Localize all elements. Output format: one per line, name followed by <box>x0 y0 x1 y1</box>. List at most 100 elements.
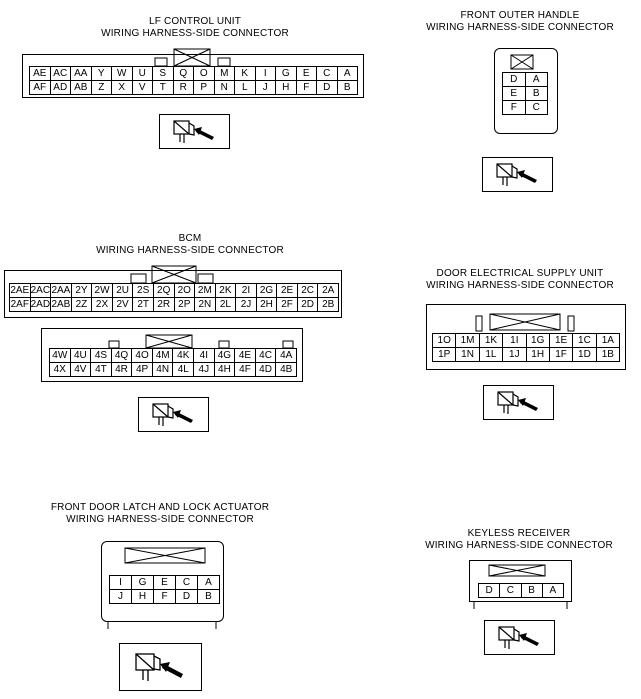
pin-cell: 2P <box>173 297 196 312</box>
pin-cell: Z <box>90 80 112 95</box>
front-outer-handle-name: FRONT OUTER HANDLE <box>460 10 580 21</box>
keyless-subtitle: WIRING HARNESS-SIDE CONNECTOR <box>425 540 613 551</box>
pin-cell: 1L <box>478 347 504 362</box>
pin-cell: 4L <box>172 362 195 377</box>
pin-cell: 2E <box>276 283 298 298</box>
fdl-name: FRONT DOOR LATCH AND LOCK ACTUATOR <box>50 502 270 513</box>
pin-cell: E <box>153 575 176 590</box>
pin-cell: B <box>524 86 548 101</box>
lf-control-unit-subtitle: WIRING HARNESS-SIDE CONNECTOR <box>101 28 289 39</box>
pin-cell: 2AB <box>50 297 72 312</box>
front-outer-handle-subtitle: WIRING HARNESS-SIDE CONNECTOR <box>426 22 614 33</box>
connector-view-icon <box>138 397 209 432</box>
bcm-name: BCM <box>178 233 202 244</box>
pin-cell: W <box>111 66 133 81</box>
pin-cell: A <box>197 575 220 590</box>
lf-control-unit-title: LF CONTROL UNIT WIRING HARNESS-SIDE CONN… <box>60 16 330 40</box>
pin-cell: AE <box>29 66 51 81</box>
pin-cell: Q <box>172 66 194 81</box>
pin-cell: O <box>193 66 215 81</box>
pin-cell: 2R <box>152 297 175 312</box>
pin-cell: 2Z <box>70 297 93 312</box>
pin-cell: 1F <box>548 347 574 362</box>
pin-cell: 4Q <box>110 348 133 363</box>
pin-cell: 1D <box>572 347 597 362</box>
connector-view-icon <box>159 114 230 149</box>
pin-cell: AD <box>49 80 71 95</box>
pin-cell: 4R <box>110 362 133 377</box>
connector-view-icon <box>119 643 202 691</box>
pin-cell: N <box>213 80 235 95</box>
desu-name: DOOR ELECTRICAL SUPPLY UNIT <box>436 268 604 279</box>
connector-view-icon <box>482 157 553 192</box>
pin-cell: 4V <box>69 362 92 377</box>
pin-cell: 2X <box>91 297 113 312</box>
bcm-subtitle: WIRING HARNESS-SIDE CONNECTOR <box>96 245 284 256</box>
pin-cell: 4J <box>193 362 215 377</box>
pin-cell: 2Y <box>70 283 93 298</box>
desu-subtitle: WIRING HARNESS-SIDE CONNECTOR <box>426 280 614 291</box>
pin-cell: B <box>197 589 220 604</box>
pin-cell: E <box>502 86 526 101</box>
pin-cell: 2L <box>214 297 237 312</box>
desu-housing <box>426 304 626 370</box>
pin-cell: 2D <box>296 297 319 312</box>
pin-cell: 1E <box>548 333 574 348</box>
connector-view-icon <box>484 620 555 655</box>
pin-cell: 2T <box>132 297 154 312</box>
pin-cell: 4M <box>151 348 174 363</box>
keyless-housing <box>469 560 572 602</box>
front-outer-handle-title: FRONT OUTER HANDLE WIRING HARNESS-SIDE C… <box>400 10 640 34</box>
pin-cell: 1I <box>502 333 527 348</box>
pin-cell: Y <box>90 66 112 81</box>
pin-cell: 2AE <box>9 283 31 298</box>
front-outer-handle-housing <box>494 48 558 134</box>
pin-cell: 2B <box>317 297 339 312</box>
pin-cell: 4H <box>213 362 236 377</box>
bcm-title: BCM WIRING HARNESS-SIDE CONNECTOR <box>60 233 320 257</box>
pin-cell: 4N <box>151 362 174 377</box>
pin-cell: D <box>502 72 526 87</box>
pin-cell: 2O <box>173 283 196 298</box>
pin-cell: 2S <box>132 283 154 298</box>
pin-cell: 2H <box>255 297 278 312</box>
pin-cell: AB <box>70 80 92 95</box>
pin-cell: F <box>153 589 176 604</box>
pin-cell: C <box>524 100 548 115</box>
desu-title: DOOR ELECTRICAL SUPPLY UNIT WIRING HARNE… <box>405 268 635 292</box>
keyless-name: KEYLESS RECEIVER <box>467 528 571 539</box>
pin-cell: 1N <box>455 347 480 362</box>
pin-cell: AA <box>70 66 92 81</box>
pin-cell: 4K <box>172 348 195 363</box>
pin-cell: T <box>152 80 174 95</box>
pin-cell: 2V <box>111 297 134 312</box>
pin-cell: 4E <box>234 348 256 363</box>
pin-cell: AF <box>29 80 51 95</box>
pin-cell: 4O <box>131 348 153 363</box>
pin-cell: 4X <box>49 362 71 377</box>
pin-cell: 4W <box>49 348 71 363</box>
bcm-lower-housing <box>41 328 303 382</box>
pin-cell: 2K <box>214 283 237 298</box>
pin-cell: C <box>175 575 198 590</box>
pin-cell: M <box>213 66 235 81</box>
pin-cell: A <box>524 72 548 87</box>
connector-view-icon <box>483 385 554 420</box>
pin-cell: 2G <box>255 283 278 298</box>
pin-cell: 2W <box>91 283 113 298</box>
pin-cell: 4S <box>90 348 112 363</box>
pin-cell: B <box>336 80 358 95</box>
pin-cell: 1K <box>478 333 504 348</box>
pin-cell: 4U <box>69 348 92 363</box>
pin-cell: D <box>316 80 338 95</box>
pin-cell: J <box>109 589 132 604</box>
pin-cell: 4T <box>90 362 112 377</box>
